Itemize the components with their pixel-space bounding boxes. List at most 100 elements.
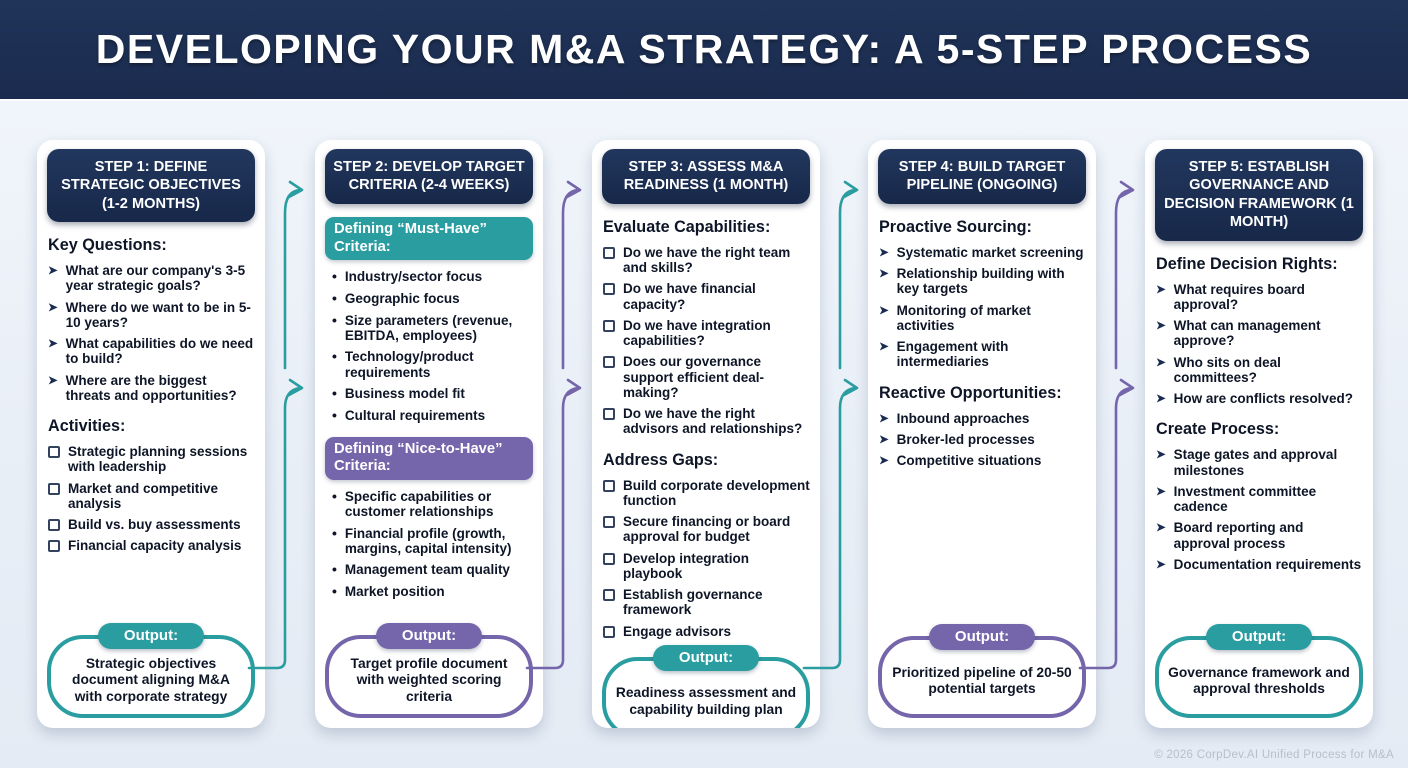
list-item-text: Relationship building with key targets bbox=[896, 266, 1065, 297]
output-text: Readiness assessment and capability buil… bbox=[615, 685, 797, 717]
dot-list-item: •Geographic focus bbox=[332, 290, 533, 307]
create-process-list: ➤ Stage gates and approval milestones ➤In… bbox=[1155, 443, 1363, 578]
connector-output-arrowhead-3 bbox=[842, 378, 859, 397]
arrow-list-item: ➤ Relationship building with key targets bbox=[879, 266, 1086, 297]
arrow-list-item: ➤Engagement with intermediaries bbox=[879, 339, 1086, 370]
list-item-text: Market position bbox=[344, 583, 445, 599]
arrow-bullet-icon: ➤ bbox=[1156, 485, 1166, 498]
connector-top-arrowhead-4 bbox=[1118, 180, 1135, 199]
output-oval: Governance framework and approval thresh… bbox=[1155, 636, 1363, 718]
connector-top-arrowhead-1 bbox=[287, 180, 304, 199]
arrow-list-item: ➤Board reporting and approval process bbox=[1156, 520, 1363, 551]
arrow-bullet-icon: ➤ bbox=[1156, 356, 1166, 369]
checkbox-icon bbox=[603, 283, 615, 296]
list-item-text: Who sits on deal committees? bbox=[1173, 354, 1281, 385]
checkbox-icon bbox=[603, 589, 615, 601]
list-item-text: Competitive situations bbox=[896, 453, 1042, 468]
list-item-text: How are conflicts resolved? bbox=[1173, 391, 1353, 406]
connector-top-arrowhead-3 bbox=[842, 180, 859, 199]
output-group: Output: Readiness assessment and capabil… bbox=[602, 644, 810, 728]
checkbox-list-item: Establish governance framework bbox=[603, 587, 810, 618]
arrow-bullet-icon: ➤ bbox=[879, 268, 889, 280]
arrow-list-item: ➤Where are the biggest threats and oppor… bbox=[48, 373, 255, 404]
step-3-header: STEP 3: ASSESS M&A READINESS (1 MONTH) bbox=[602, 149, 810, 204]
nice-to-have-list: • Specific capabilities or customer relat… bbox=[325, 485, 533, 606]
output-text: Governance framework and approval thresh… bbox=[1168, 664, 1350, 696]
list-item-text: Size parameters (revenue, EBITDA, employ… bbox=[344, 312, 513, 344]
checkbox-list-item: Market and competitive analysis bbox=[48, 481, 255, 512]
decision-rights-heading: Define Decision Rights: bbox=[1156, 254, 1338, 273]
activities-heading: Activities: bbox=[48, 417, 126, 436]
list-item-text: What capabilities do we need to build? bbox=[65, 336, 254, 367]
must-have-list: •Industry/sector focus •Geographic focus… bbox=[325, 265, 533, 429]
step-4-header: STEP 4: BUILD TARGET PIPELINE (ONGOING) bbox=[878, 149, 1086, 204]
dot-bullet-icon: • bbox=[332, 311, 337, 328]
arrow-list-item: ➤Where do we want to be in 5-10 years? bbox=[48, 300, 255, 331]
output-group: Output: Governance framework and approva… bbox=[1155, 624, 1363, 720]
arrow-list-item: ➤What requires board approval? bbox=[1156, 282, 1363, 313]
arrow-bullet-icon: ➤ bbox=[1156, 320, 1166, 332]
address-gaps-list: Build corporate development function Sec… bbox=[602, 474, 810, 645]
checkbox-icon bbox=[48, 519, 60, 532]
arrow-bullet-icon: ➤ bbox=[1156, 522, 1166, 535]
arrow-list-item: ➤Investment committee cadence bbox=[1156, 484, 1363, 515]
checkbox-icon bbox=[48, 446, 60, 459]
list-item-text: Inbound approaches bbox=[896, 410, 1030, 426]
decision-rights-list: ➤What requires board approval? ➤ What can… bbox=[1155, 278, 1363, 413]
list-item-text: Do we have the right team and skills? bbox=[623, 244, 791, 275]
checkbox-list-item: Build vs. buy assessments bbox=[48, 517, 255, 532]
output-label-pill: Output: bbox=[1205, 624, 1313, 650]
list-item-text: Technology/product requirements bbox=[344, 349, 474, 380]
checkbox-list-item: Do we have financial capacity? bbox=[603, 281, 810, 312]
dot-list-item: •Management team quality bbox=[332, 561, 533, 578]
checkbox-list-item: Engage advisors bbox=[603, 624, 810, 639]
dot-list-item: • Market position bbox=[332, 582, 533, 600]
checkbox-list-item: Build corporate development function bbox=[603, 478, 810, 509]
arrow-list-item: ➤What are our company's 3-5 year strateg… bbox=[48, 263, 255, 294]
arrow-bullet-icon: ➤ bbox=[1156, 283, 1166, 296]
arrow-bullet-icon: ➤ bbox=[879, 433, 889, 446]
step-card-5: STEP 5: ESTABLISH GOVERNANCE AND DECISIO… bbox=[1145, 140, 1373, 728]
dot-bullet-icon: • bbox=[332, 488, 337, 504]
list-item-text: Broker-led processes bbox=[896, 431, 1035, 447]
checkbox-list-item: Do we have the right advisors and relati… bbox=[603, 406, 810, 437]
connector-output-arrowhead-1 bbox=[287, 378, 304, 397]
arrow-list-item: ➤Competitive situations bbox=[879, 453, 1086, 468]
checkbox-list-item: Do we have the right team and skills? bbox=[603, 245, 810, 276]
checkbox-list-item: Develop integration playbook bbox=[603, 551, 810, 582]
list-item-text: Stage gates and approval milestones bbox=[1173, 447, 1338, 478]
reactive-opportunities-list: ➤Inbound approaches ➤ Broker-led processe… bbox=[878, 407, 1086, 475]
arrow-list-item: ➤ Broker-led processes bbox=[879, 432, 1086, 447]
checkbox-icon bbox=[603, 319, 615, 332]
dot-bullet-icon: • bbox=[332, 582, 337, 599]
list-item-text: What are our company's 3-5 year strategi… bbox=[65, 263, 246, 294]
list-item-text: Do we have the right advisors and relati… bbox=[623, 406, 803, 437]
output-text: Strategic objectives document aligning M… bbox=[72, 656, 230, 704]
arrow-list-item: ➤Inbound approaches bbox=[879, 411, 1086, 426]
nice-to-have-banner: Defining “Nice-to-Have” Criteria: bbox=[325, 436, 533, 480]
list-item-text: Specific capabilities or customer relati… bbox=[344, 489, 494, 520]
address-gaps-heading: Address Gaps: bbox=[603, 450, 719, 469]
arrow-list-item: ➤What capabilities do we need to build? bbox=[48, 336, 255, 367]
list-item-text: Do we have integration capabilities? bbox=[623, 317, 771, 348]
dot-bullet-icon: • bbox=[332, 268, 337, 285]
list-item-text: Do we have financial capacity? bbox=[623, 281, 756, 312]
arrow-list-item: ➤Systematic market screening bbox=[879, 245, 1086, 260]
dot-bullet-icon: • bbox=[332, 406, 337, 423]
connector-output-arrowhead-2 bbox=[565, 378, 582, 397]
arrow-list-item: ➤How are conflicts resolved? bbox=[1156, 391, 1363, 406]
step-card-2: STEP 2: DEVELOP TARGET CRITERIA (2-4 WEE… bbox=[315, 140, 543, 728]
arrow-list-item: ➤Documentation requirements bbox=[1156, 557, 1363, 572]
dot-bullet-icon: • bbox=[332, 348, 337, 365]
arrow-bullet-icon: ➤ bbox=[1156, 449, 1166, 462]
list-item-text: Cultural requirements bbox=[344, 407, 486, 423]
list-item-text: Does our governance support efficient de… bbox=[623, 354, 765, 400]
arrow-bullet-icon: ➤ bbox=[48, 374, 58, 387]
list-item-text: Strategic planning sessions with leaders… bbox=[68, 444, 248, 475]
step-card-1: STEP 1: DEFINE STRATEGIC OBJECTIVES (1-2… bbox=[37, 140, 265, 728]
checkbox-icon bbox=[603, 625, 615, 638]
list-item-text: Establish governance framework bbox=[623, 587, 763, 618]
dot-bullet-icon: • bbox=[332, 561, 337, 577]
list-item-text: What can management approve? bbox=[1173, 318, 1321, 349]
